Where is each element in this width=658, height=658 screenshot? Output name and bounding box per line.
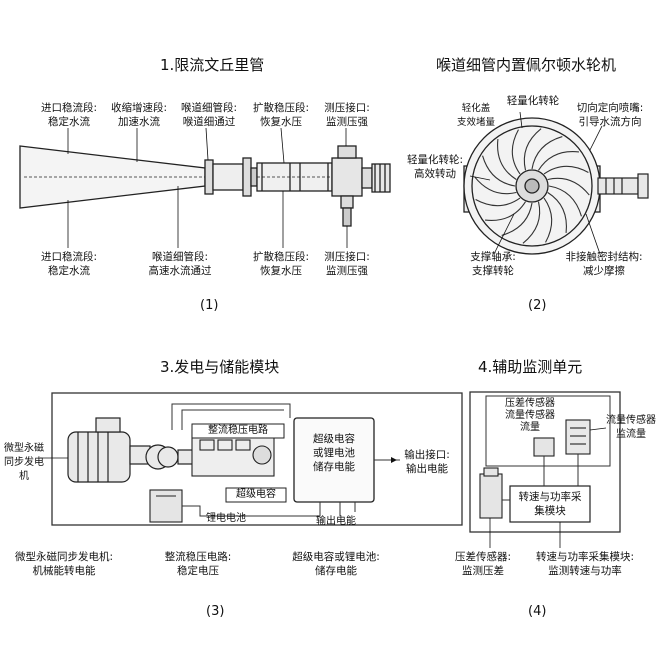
label-bot-storage: 超级电容或锂电池: 储存电能	[292, 551, 380, 577]
label-storage-box: 超级电容 或锂电池 储存电能	[313, 433, 355, 473]
supercap-label-box	[225, 487, 287, 503]
label-acquisition-module: 转速与功率采 集模块	[518, 491, 582, 517]
module-wires	[171, 403, 397, 517]
label-gen-left: 微型永磁 同步发电机	[4, 443, 44, 482]
label-top-inlet: 进口稳流段: 稳定水流	[40, 102, 98, 128]
turbine-blade	[511, 129, 521, 175]
label-bot-port: 测压接口: 监测压强	[324, 251, 370, 277]
turbine-blade	[547, 192, 567, 233]
panel1-title: 1.限流文丘里管	[160, 56, 265, 74]
label-dp-sensor-top: 压差传感器 流量传感器 流量	[505, 398, 555, 433]
turbine-blades	[474, 128, 590, 244]
panel1-caption: (1)	[200, 298, 219, 313]
rectifier-label-box	[191, 423, 285, 439]
turbine-blade	[548, 185, 582, 217]
label-bot-acquisition: 转速与功率采集模块: 监测转速与功率	[535, 551, 635, 577]
panel4-title: 4.辅助监测单元	[478, 358, 583, 376]
turbine-leaders	[469, 111, 603, 255]
venturi-tube	[19, 145, 391, 227]
panel4-caption: (4)	[528, 604, 547, 619]
monitor-wires	[502, 454, 579, 501]
label-bot-generator: 微型永磁同步发电机: 机械能转电能	[14, 551, 114, 577]
turbine-blade	[523, 128, 542, 171]
label-bot-throat: 喉道细管段: 高速水流通过	[148, 251, 212, 277]
label-bot-diffuser: 扩散稳压段: 恢复水压	[252, 251, 310, 277]
label-top-port: 测压接口: 监测压强	[324, 102, 370, 128]
label-bearing: 支撑轴承: 支撑转轮	[470, 251, 516, 277]
label-top-converge: 收缩增速段: 加速水流	[110, 102, 168, 128]
panel2-title: 喉道细管内置佩尔顿水轮机	[436, 56, 617, 74]
turbine-blade	[485, 201, 526, 221]
label-supercap-small: 超级电容	[236, 489, 276, 500]
label-top-diffuser: 扩散稳压段: 恢复水压	[252, 102, 310, 128]
flow-sensor	[565, 419, 591, 455]
label-output-port: 输出接口: 输出电能	[404, 449, 450, 475]
turbine-blade	[501, 202, 533, 236]
turbine-blade	[522, 201, 541, 244]
turbine-blade	[475, 197, 521, 207]
label-nozzle: 切向定向喷嘴: 引导水流方向	[576, 102, 644, 128]
generator	[67, 417, 199, 483]
label-runner-left: 轻量化转轮: 高效转动	[406, 154, 464, 180]
module-frame	[51, 392, 463, 526]
label-bot-inlet: 进口稳流段: 稳定水流	[40, 251, 98, 277]
acquisition-module-box	[509, 485, 591, 523]
module-leaders	[40, 457, 400, 461]
turbine-blade	[547, 177, 590, 196]
turbine-blade	[474, 176, 517, 195]
turbine-blade	[497, 139, 517, 180]
label-top-throat: 喉道细管段: 喉道细通过	[180, 102, 238, 128]
label-runner-top: 轻量化转轮	[506, 95, 560, 107]
small-battery	[149, 489, 183, 523]
turbine-blade	[543, 197, 553, 243]
label-rectifier-box: 整流稳压电路	[208, 425, 268, 436]
turbine-blade	[531, 136, 563, 170]
turbine-blade	[543, 165, 589, 175]
turbine-blade	[482, 155, 516, 187]
label-output-small: 输出电能	[316, 516, 356, 527]
label-bot-rectifier: 整流稳压电路: 稳定电压	[164, 551, 232, 577]
label-bot-dp-sensor: 压差传感器: 监测压差	[454, 551, 512, 577]
monitor-frame	[469, 391, 621, 533]
nozzle-pipe	[597, 173, 649, 199]
sensor-panel	[485, 395, 611, 467]
label-support-cover: 轻化盖 支效堵量	[456, 103, 495, 128]
turbine-blade	[538, 151, 579, 171]
label-seal: 非接触密封结构: 减少摩擦	[565, 251, 643, 277]
monitor-leaders	[489, 427, 607, 548]
panel3-title: 3.发电与储能模块	[160, 358, 280, 376]
venturi-leaders	[67, 127, 348, 248]
label-battery-small: 锂电电池	[206, 513, 246, 524]
label-flow-sensor: 流量传感器 监流量	[606, 415, 656, 440]
panel2-caption: (2)	[528, 298, 547, 313]
panel3-caption: (3)	[206, 604, 225, 619]
